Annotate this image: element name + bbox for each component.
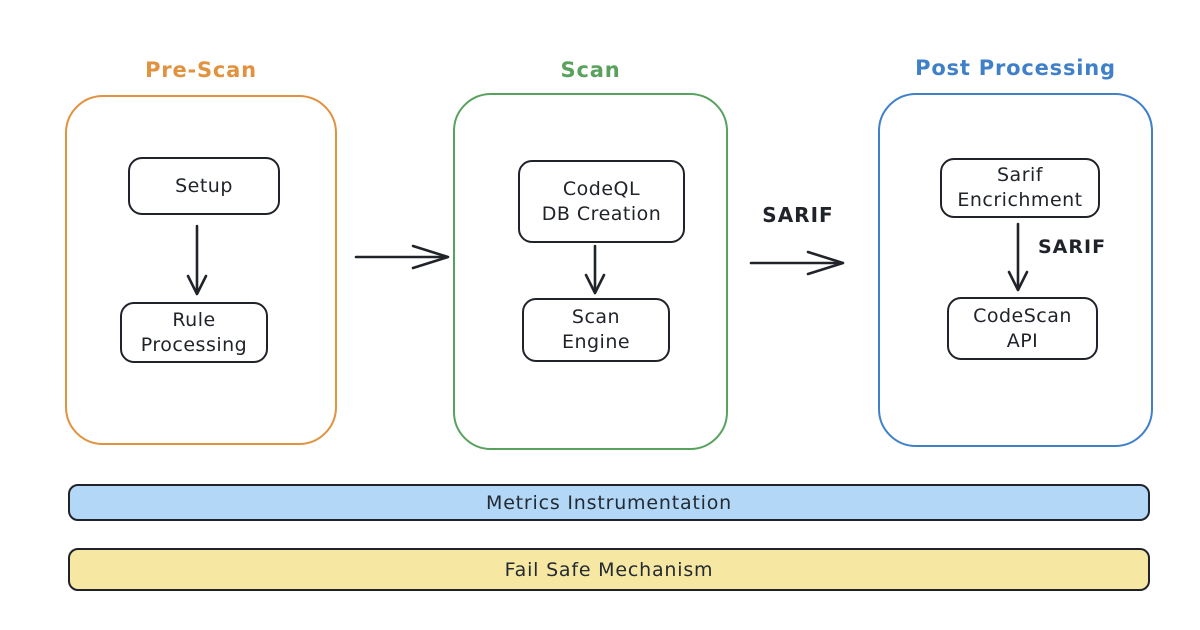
arrow-scan-to-post-processing [749,250,845,276]
arrow-codeql-to-scan-engine [584,244,606,295]
node-codeql-db-creation: CodeQL DB Creation [518,160,685,243]
node-rule-processing-line2: Processing [140,333,248,356]
group-box-post-processing [878,93,1153,447]
group-box-scan [453,93,728,450]
bar-fail-safe-mechanism: Fail Safe Mechanism [68,548,1150,591]
node-codescan-api-line1: CodeScan [973,304,1072,327]
node-scan-engine: Scan Engine [522,298,670,362]
node-setup-label: Setup [175,174,233,197]
bar-metrics-instrumentation: Metrics Instrumentation [68,484,1150,521]
node-sarif-enrichment: Sarif Encrichment [940,158,1100,218]
node-rule-processing-line1: Rule [172,308,216,331]
bar-metrics-instrumentation-label: Metrics Instrumentation [486,491,732,514]
label-sarif-scan-to-post: SARIF [762,203,834,227]
group-title-post-processing: Post Processing [915,56,1116,80]
node-codescan-api: CodeScan API [947,297,1098,360]
node-codeql-line2: DB Creation [541,202,662,225]
node-scan-engine-line2: Engine [561,331,631,353]
node-codeql-line1: CodeQL [562,177,641,200]
bar-fail-safe-mechanism-label: Fail Safe Mechanism [504,558,714,581]
arrow-prescan-to-scan [354,244,450,270]
group-title-scan: Scan [560,58,621,82]
node-sarif-enrichment-line2: Encrichment [957,189,1083,211]
node-setup: Setup [128,157,280,215]
node-scan-engine-line1: Scan [571,306,621,329]
group-title-pre-scan: Pre-Scan [145,58,257,82]
node-sarif-enrichment-line1: Sarif [997,164,1043,187]
node-codescan-api-line2: API [1006,329,1039,352]
node-rule-processing: Rule Processing [120,302,268,363]
arrow-setup-to-rule-processing [186,224,208,296]
arrow-sarif-to-codescan [1007,222,1029,292]
group-box-pre-scan [65,95,337,445]
label-sarif-enrichment-to-api: SARIF [1038,236,1107,258]
